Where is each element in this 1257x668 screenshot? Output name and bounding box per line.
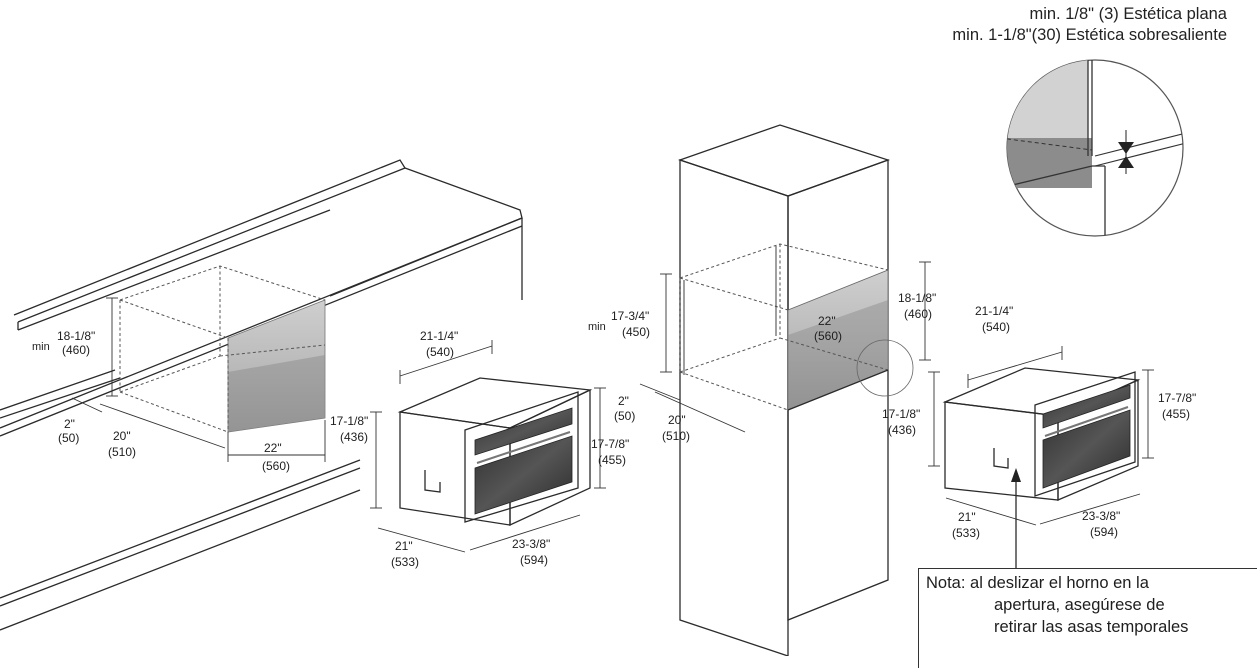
right-depth-mm: (50) <box>614 409 635 423</box>
note-line-1: Nota: al deslizar el horno en la <box>926 574 1149 592</box>
left-cabinet <box>0 159 523 631</box>
left-oven-front-height-mm: (455) <box>598 453 626 467</box>
right-open-height-mm: (460) <box>904 307 932 321</box>
right-oven-front-width-in: 23-3/8" <box>1082 509 1120 523</box>
right-oven-depth-in: 21" <box>958 510 976 524</box>
right-oven <box>942 367 1141 568</box>
left-min-label: min <box>32 341 50 353</box>
right-view-dimensions <box>639 261 931 433</box>
header-line-protruding: min. 1-1/8"(30) Estética sobresaliente <box>952 26 1227 44</box>
right-oven-top-width-mm: (540) <box>982 320 1010 334</box>
right-oven-front-width-mm: (594) <box>1090 525 1118 539</box>
left-oven-body-height-mm: (436) <box>340 430 368 444</box>
left-cut-width-in: 22" <box>264 441 282 455</box>
left-depth-in: 2" <box>64 417 75 431</box>
left-oven-depth-mm: (533) <box>391 555 419 569</box>
left-oven-top-width-mm: (540) <box>426 345 454 359</box>
left-oven-depth-in: 21" <box>395 539 413 553</box>
right-oven-front-height-in: 17-7/8" <box>1158 391 1196 405</box>
right-oven-body-height-in: 17-1/8" <box>882 407 920 421</box>
right-height-in: 17-3/4" <box>611 309 649 323</box>
installation-note: Nota: al deslizar el horno en la apertur… <box>918 568 1257 668</box>
left-oven-front-height-in: 17-7/8" <box>591 437 629 451</box>
right-oven-depth-mm: (533) <box>952 526 980 540</box>
note-line-2: apertura, asegúrese de <box>994 596 1165 614</box>
right-open-width-in: 22" <box>818 314 836 328</box>
gap-detail <box>1006 59 1184 237</box>
left-oven <box>397 377 593 527</box>
right-open-height-in: 18-1/8" <box>898 291 936 305</box>
header-line-flat: min. 1/8" (3) Estética plana <box>1029 5 1227 23</box>
left-depth-mm: (50) <box>58 431 79 445</box>
note-line-3: retirar las asas temporales <box>994 618 1189 636</box>
left-oven-body-height-in: 17-1/8" <box>330 414 368 428</box>
right-oven-body-height-mm: (436) <box>888 423 916 437</box>
tall-cabinet <box>677 124 914 656</box>
left-height-in: 18-1/8" <box>57 329 95 343</box>
right-depth-in: 2" <box>618 394 629 408</box>
right-oven-top-width-in: 21-1/4" <box>975 304 1013 318</box>
right-min-label: min <box>588 321 606 333</box>
left-oven-dimensions <box>370 340 606 553</box>
left-cut-depth-mm: (510) <box>108 445 136 459</box>
right-height-mm: (450) <box>622 325 650 339</box>
right-cut-depth-in: 20" <box>668 413 686 427</box>
left-cut-width-mm: (560) <box>262 459 290 473</box>
left-cut-depth-in: 20" <box>113 429 131 443</box>
right-open-width-mm: (560) <box>814 329 842 343</box>
left-oven-top-width-in: 21-1/4" <box>420 329 458 343</box>
left-oven-front-width-in: 23-3/8" <box>512 537 550 551</box>
left-oven-front-width-mm: (594) <box>520 553 548 567</box>
left-view-dimensions <box>71 297 326 462</box>
right-oven-dimensions <box>928 346 1154 526</box>
left-height-mm: (460) <box>62 343 90 357</box>
right-cut-depth-mm: (510) <box>662 429 690 443</box>
right-oven-front-height-mm: (455) <box>1162 407 1190 421</box>
